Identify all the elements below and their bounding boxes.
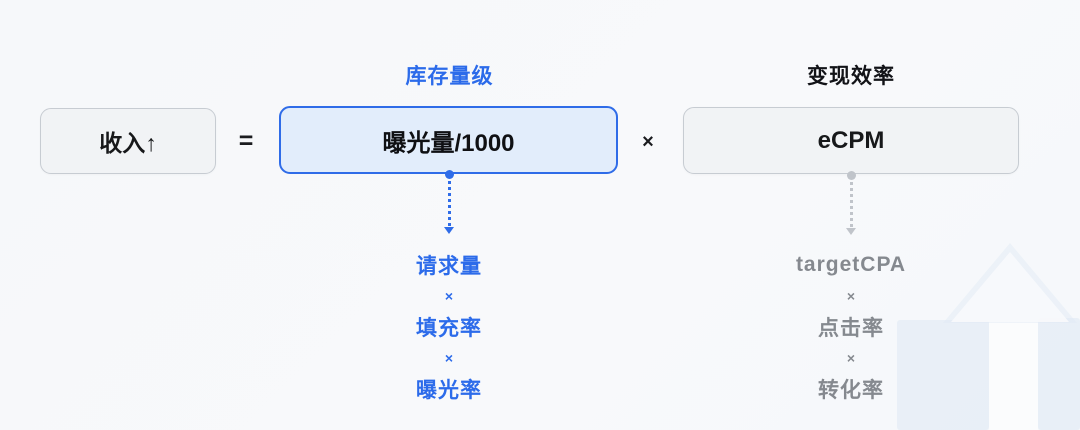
connector-dot-icon bbox=[444, 170, 454, 179]
factor-conversion-rate: 转化率 bbox=[818, 378, 884, 402]
equals-sign: = bbox=[238, 127, 254, 155]
ecpm-box: eCPM bbox=[683, 107, 1019, 174]
monetization-efficiency-header: 变现效率 bbox=[807, 65, 895, 88]
inventory-factor-chain: 请求量 × 填充率 × 曝光率 bbox=[339, 249, 559, 404]
factor-target-cpa: targetCPA bbox=[795, 252, 907, 276]
dotted-line bbox=[447, 181, 451, 226]
dotted-line bbox=[849, 182, 853, 227]
multiply-operator: × bbox=[444, 287, 454, 304]
arrow-down-icon bbox=[444, 227, 454, 234]
impressions-connector bbox=[444, 170, 454, 234]
multiply-operator: × bbox=[444, 349, 454, 366]
multiply-operator: × bbox=[846, 349, 856, 366]
factor-exposure-rate: 曝光率 bbox=[416, 378, 482, 402]
factor-fill-rate: 填充率 bbox=[416, 316, 482, 340]
background-bar-right bbox=[1038, 318, 1080, 430]
multiply-operator: × bbox=[846, 287, 856, 304]
factor-click-rate: 点击率 bbox=[818, 316, 884, 340]
background-growth-arrow-icon-inner bbox=[951, 252, 1069, 322]
inventory-scale-header: 库存量级 bbox=[405, 65, 494, 88]
ecpm-factor-chain: targetCPA × 点击率 × 转化率 bbox=[741, 249, 961, 404]
background-growth-arrow-icon bbox=[943, 243, 1077, 323]
arrow-down-icon bbox=[846, 228, 856, 235]
background-arrow-shaft bbox=[989, 322, 1038, 430]
ecpm-connector bbox=[846, 171, 856, 235]
revenue-box: 收入↑ bbox=[40, 108, 216, 174]
multiply-sign: × bbox=[642, 131, 654, 153]
connector-dot-icon bbox=[846, 171, 856, 180]
impressions-per-1000-box: 曝光量/1000 bbox=[279, 106, 618, 174]
factor-request-volume: 请求量 bbox=[416, 254, 482, 278]
